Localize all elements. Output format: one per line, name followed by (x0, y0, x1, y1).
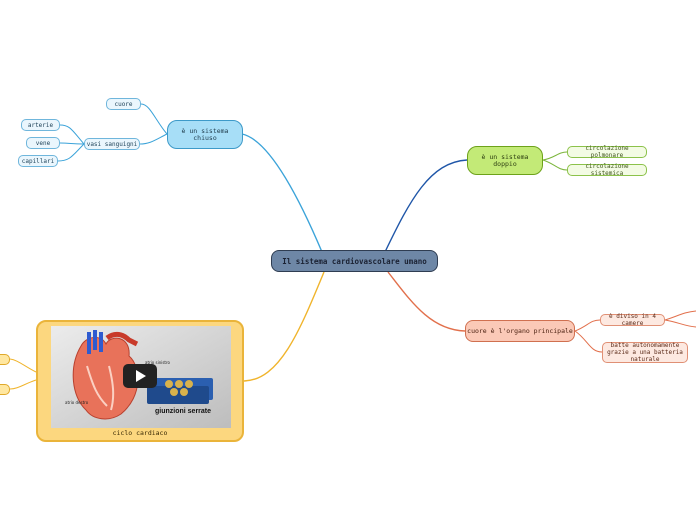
subtopic-sistemica-label: circolazione sistemica (585, 163, 629, 177)
topic-double-system-label: è un sistema doppio (481, 152, 529, 168)
subtopic-vasi-sanguigni[interactable]: vasi sanguigni (84, 138, 140, 150)
label-atrio-destro: atrio destro (65, 400, 89, 405)
connector-double (384, 159, 468, 253)
play-icon[interactable] (123, 364, 157, 388)
subtopic-batteria-naturale[interactable]: batte autonomamente grazie a una batteri… (602, 342, 688, 363)
subtopic-vene-label: vene (35, 139, 51, 147)
topic-closed-system-label: è un sistema chiuso (181, 126, 229, 142)
subtopic-capillari[interactable]: capillari (18, 155, 58, 167)
subtopic-vene[interactable]: vene (26, 137, 60, 149)
subtopic-cuore[interactable]: cuore (106, 98, 141, 110)
subtopic-capillari-label: capillari (21, 157, 55, 165)
subtopic-circolazione-sistemica[interactable]: circolazione sistemica (567, 163, 647, 177)
topic-heart-organ-label: cuore è l'organo principale (467, 326, 573, 335)
video-thumbnail[interactable]: atrio sinistro atrio destro giunzioni se… (51, 326, 231, 428)
subtopic-camere-label: è diviso in 4 camere (609, 313, 656, 327)
video-caption: ciclo cardiaco (112, 429, 168, 437)
subtopic-4-camere[interactable]: è diviso in 4 camere (600, 313, 665, 327)
subtopic-offscreen-2[interactable] (0, 384, 10, 395)
topic-double-system[interactable]: è un sistema doppio (467, 146, 543, 175)
video-topic-card[interactable]: atrio sinistro atrio destro giunzioni se… (36, 320, 244, 442)
subtopic-arterie-label: arterie (27, 121, 54, 129)
heart-illustration (51, 326, 231, 428)
central-topic-label: Il sistema cardiovascolare umano (282, 256, 427, 266)
central-topic[interactable]: Il sistema cardiovascolare umano (271, 250, 438, 272)
label-giunzioni-serrate: giunzioni serrate (155, 408, 212, 415)
connector-heart (387, 271, 466, 332)
subtopic-arterie[interactable]: arterie (21, 119, 60, 131)
subtopic-circolazione-polmonare[interactable]: circolazione polmonare (567, 145, 647, 159)
label-atrio-sinistro: atrio sinistro (145, 360, 170, 365)
subtopic-offscreen-1[interactable] (0, 354, 10, 365)
subtopic-polmonare-label: circolazione polmonare (585, 145, 629, 159)
topic-heart-organ[interactable]: cuore è l'organo principale (465, 320, 575, 342)
subtopic-batte-label: batte autonomamente grazie a una batteri… (607, 342, 683, 363)
connector-closed (241, 133, 323, 253)
subtopic-vasi-label: vasi sanguigni (86, 140, 138, 148)
topic-closed-system[interactable]: è un sistema chiuso (167, 120, 243, 149)
subtopic-cuore-label: cuore (114, 100, 133, 108)
connector-video (243, 271, 325, 382)
